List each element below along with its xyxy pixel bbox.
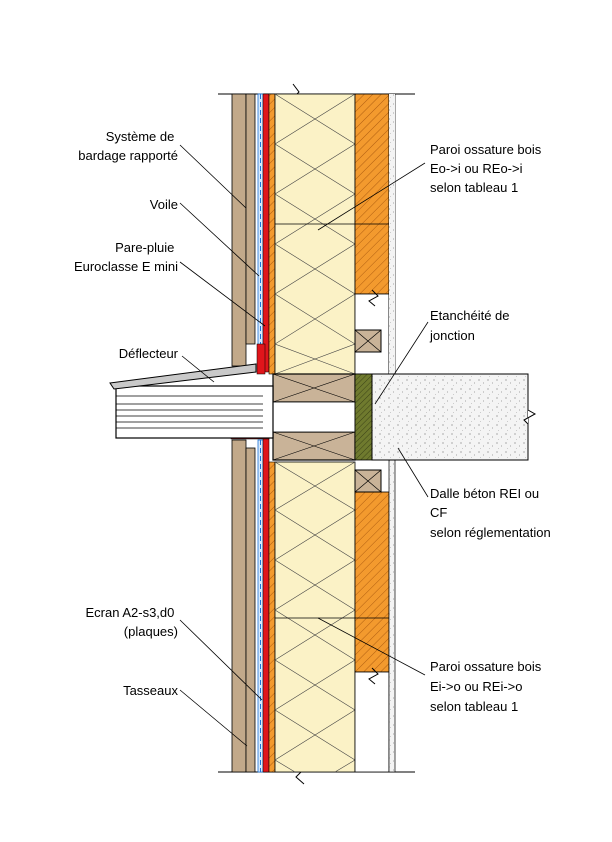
label-systeme-bardage: Système de bardage rapporté [78,129,178,163]
label-paroi-haut: Paroi ossature bois Eo->i ou REo->i selo… [430,142,545,195]
label-pare-pluie: Pare-pluie Euroclasse E mini [74,240,178,274]
label-dalle: Dalle béton REI ou CF selon réglementati… [430,486,551,540]
label-tasseaux: Tasseaux [123,683,178,698]
label-ecran: Ecran A2-s3,d0 (plaques) [85,605,178,639]
insulation-lower [274,461,356,773]
label-voile: Voile [150,197,178,212]
deflector-profile [109,363,274,439]
cladding-boards [231,93,256,773]
junction-plates [272,373,356,461]
interior-osb-lower [354,491,390,773]
insulation-upper [274,93,356,375]
studs [275,223,389,619]
label-etancheite: Etanchéité de jonction [429,308,513,343]
concrete-slab [371,373,537,461]
label-paroi-bas: Paroi ossature bois Ei->o ou REi->o selo… [430,659,545,714]
leader-lines [179,144,429,747]
label-deflecteur: Déflecteur [119,346,179,361]
junction-seal [354,373,373,461]
